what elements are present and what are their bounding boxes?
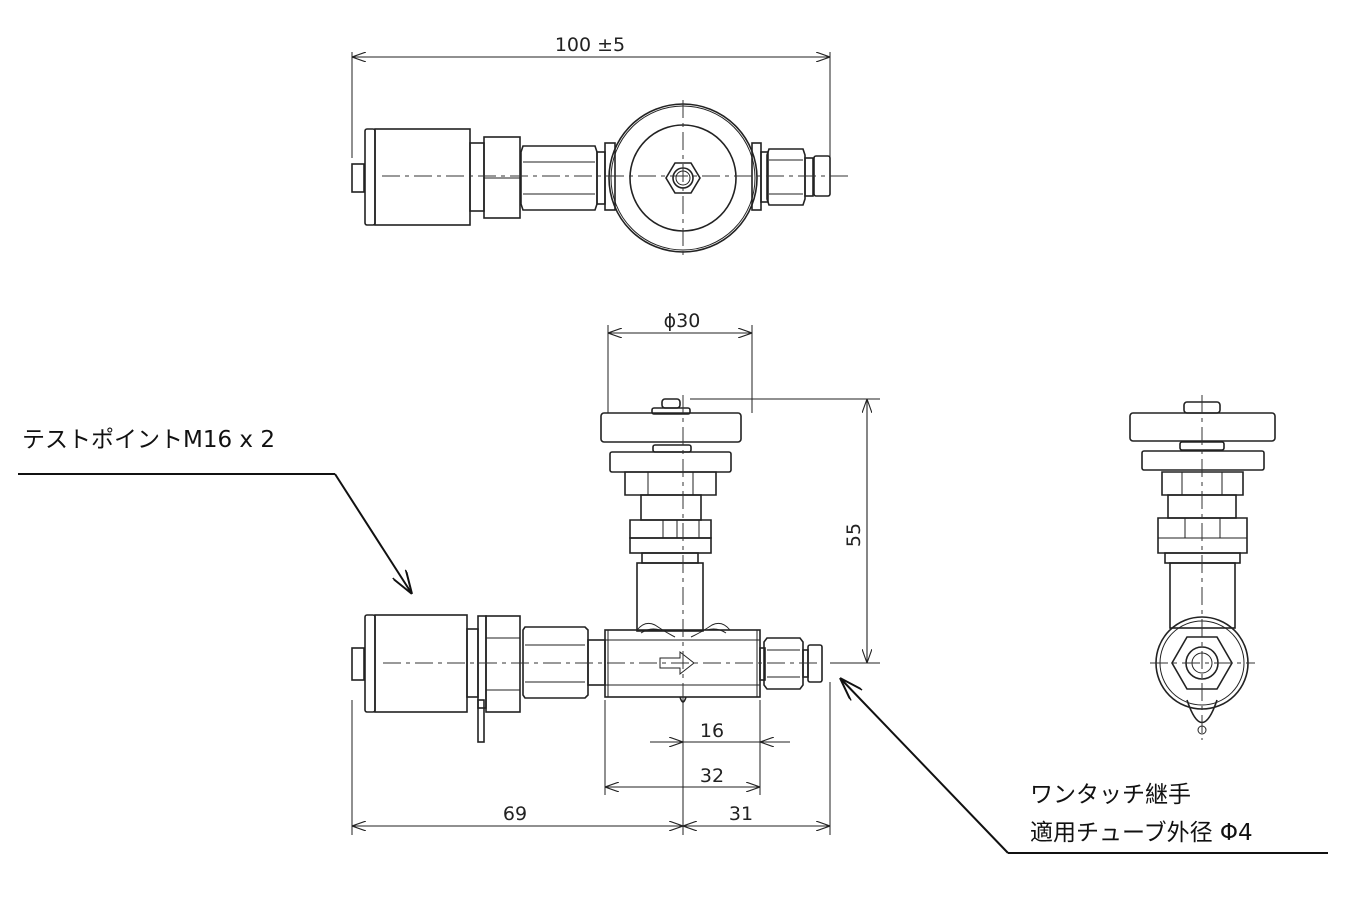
front-view [351,395,823,743]
dim-left-69: 69 [503,803,527,825]
leader-fitting [840,678,1328,854]
dim-body-32: 32 [700,765,724,787]
flow-arrow-icon [659,650,695,676]
handwheel [600,412,742,443]
dim-height: 55 [843,523,865,547]
dim-port-16: 16 [700,720,724,742]
side-view [1129,395,1276,740]
dim-right-31: 31 [729,803,753,825]
front-dimensions [351,325,880,835]
top-view [351,52,850,258]
leader-test-point [18,473,412,594]
dim-handwheel-diameter: ϕ30 [664,310,701,332]
dim-overall-length: 100 ±5 [555,34,625,56]
callout-test-point: テストポイントM16 x 2 [22,427,275,453]
callout-fitting-line2: 適用チューブ外径 Φ4 [1030,820,1253,846]
callout-fitting-line1: ワンタッチ継手 [1030,782,1191,808]
